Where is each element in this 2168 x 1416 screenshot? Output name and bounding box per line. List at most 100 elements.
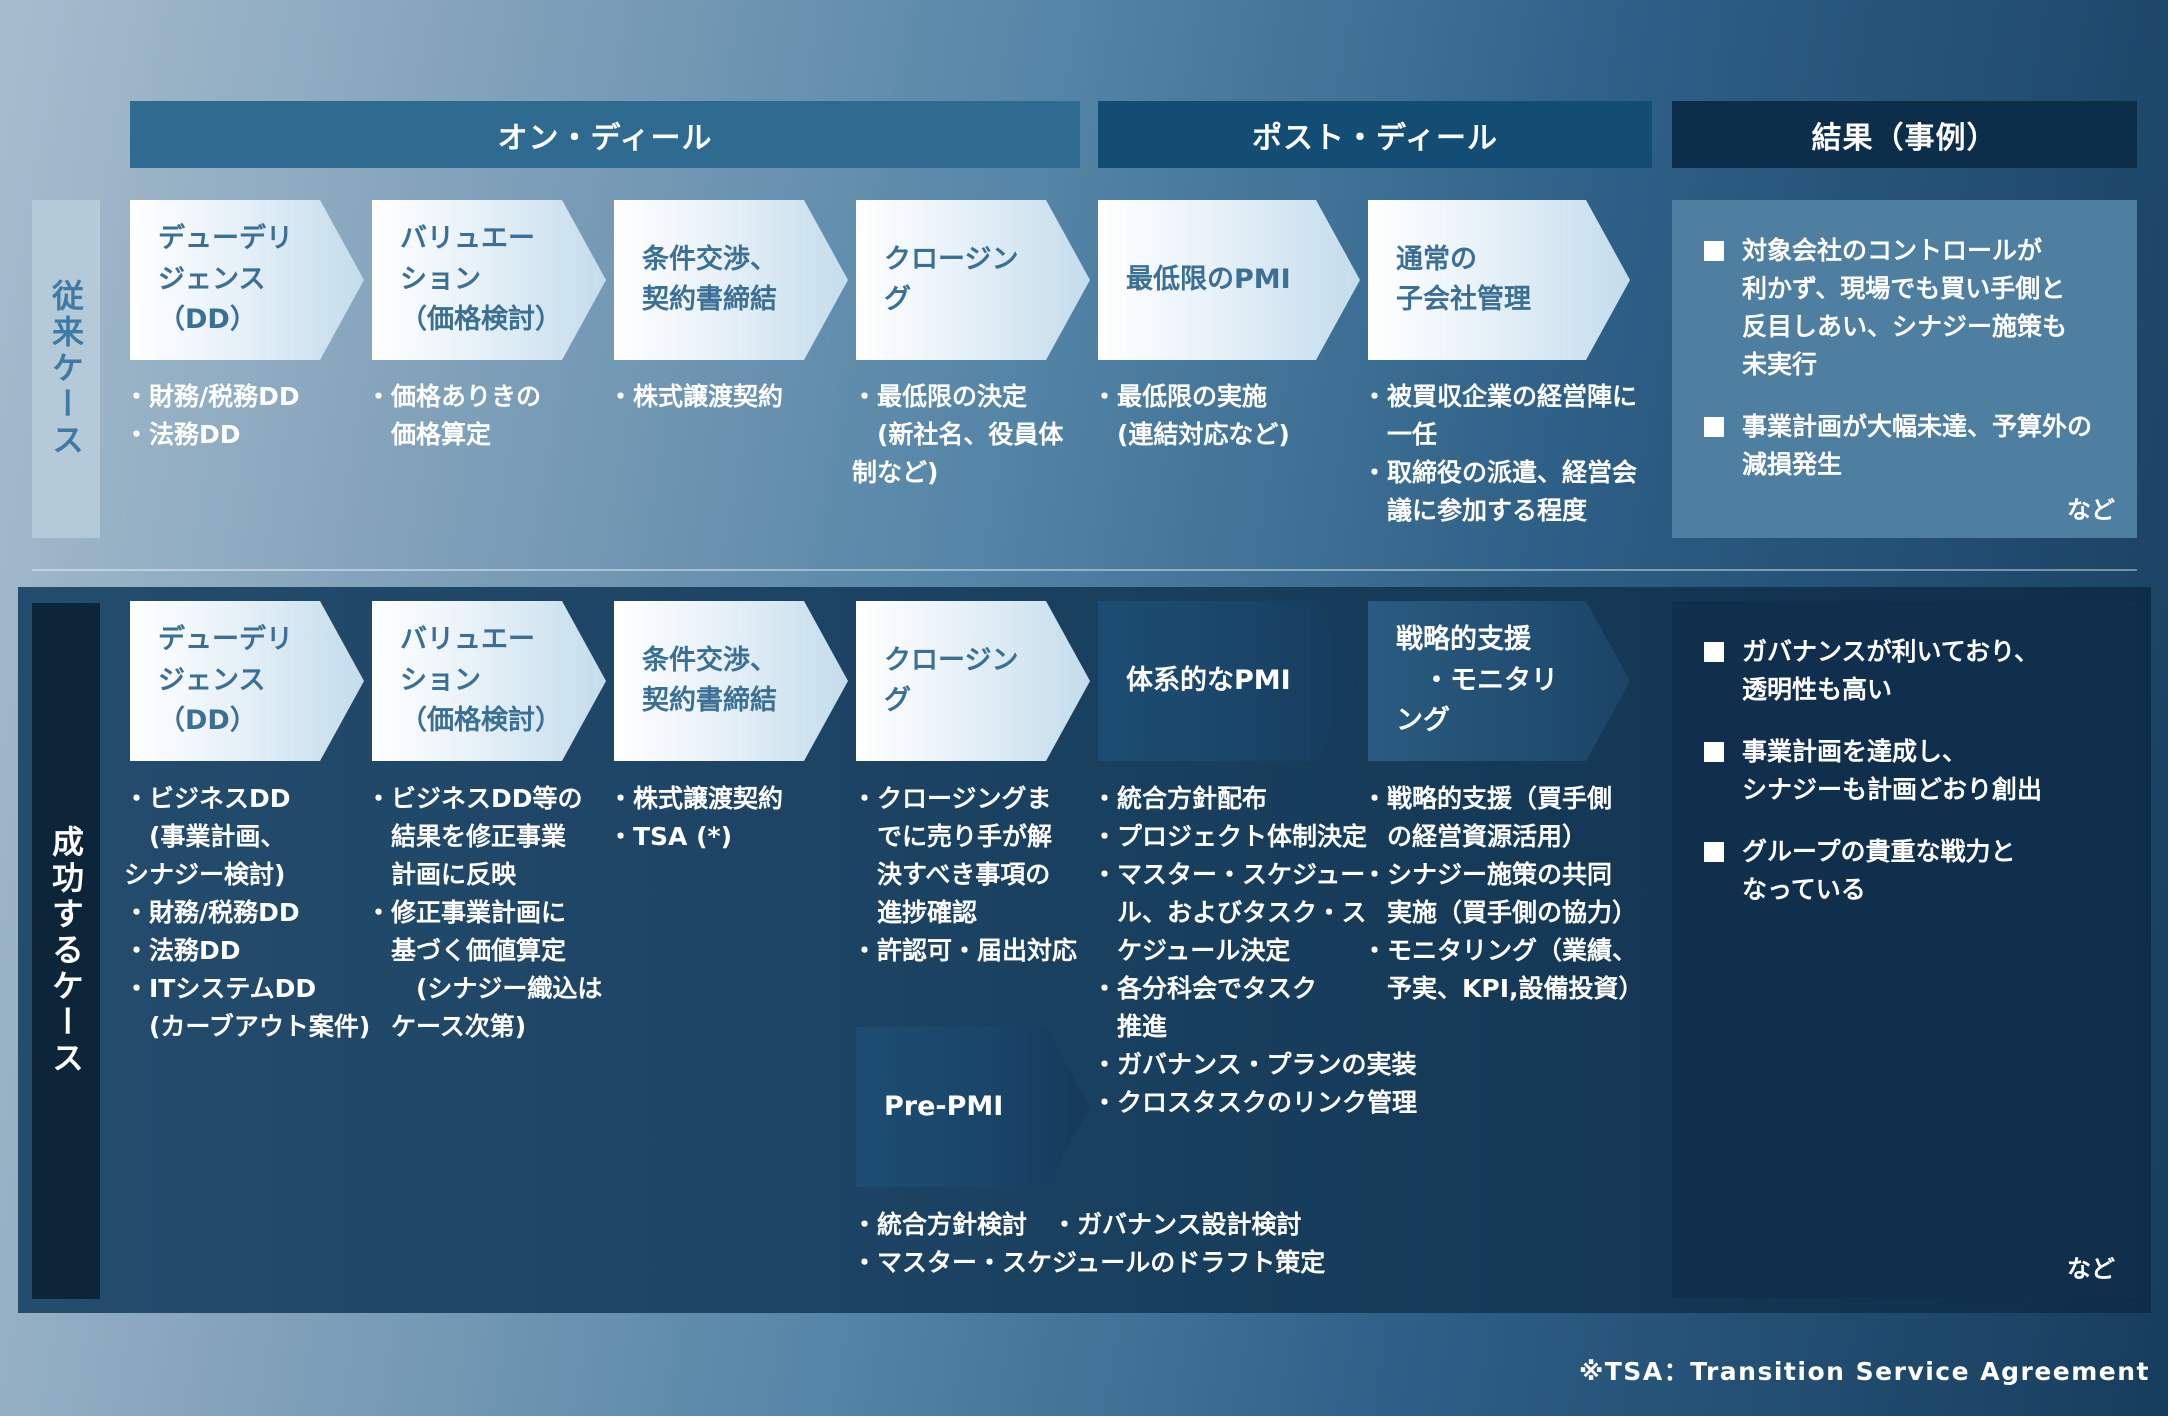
bullet-item: 結果を修正事業 <box>366 822 567 851</box>
bullets-pre-pmi: ・統合方針検討 ・ガバナンス設計検討 ・マスター・スケジュールのドラフト策定 <box>852 1206 1325 1282</box>
bullet-item: ・統合方針検討 ・ガバナンス設計検討 <box>852 1210 1302 1239</box>
result-item: 対象会社のコントロールが利かず、現場でも買い手側と反目しあい、シナジー施策も未実… <box>1704 232 2109 384</box>
step-closing: クロージング <box>856 200 1090 360</box>
bullet-item: ・株式譲渡契約 <box>608 382 784 411</box>
bullet-item: ・マスター・スケジュールのドラフト策定 <box>852 1248 1326 1277</box>
bullet-item: ・財務/税務DD <box>124 382 300 411</box>
header-on-deal: オン・ディール <box>130 101 1080 168</box>
bullet-item: ・ビジネスDD <box>124 784 291 813</box>
bullet-item: 一任 <box>1362 420 1438 449</box>
bullet-item: 価格算定 <box>366 420 492 449</box>
result-item: ガバナンスが利いており、透明性も高い <box>1704 633 2109 709</box>
bullets-successful-pmi: ・統合方針配布 ・プロジェクト体制決定 ・マスター・スケジュー ル、およびタスク… <box>1092 780 1417 1122</box>
bullet-item: 計画に反映 <box>366 860 517 889</box>
bullet-item: ・株式譲渡契約 <box>608 784 784 813</box>
bullet-item: ・マスター・スケジュー <box>1092 860 1366 889</box>
bullet-item: (カーブアウト案件) <box>124 1012 371 1041</box>
square-bullet-icon <box>1704 642 1724 662</box>
bullet-item: の経営資源活用） <box>1362 822 1588 851</box>
bullet-item: ・最低限の決定 <box>852 382 1028 411</box>
bullet-item: (シナジー織込は <box>366 974 603 1003</box>
square-bullet-icon <box>1704 742 1724 762</box>
footnote: ※TSA：Transition Service Agreement <box>1578 1357 2150 1386</box>
bullet-item: ル、およびタスク・ス <box>1092 898 1367 927</box>
bullets-successful-negotiation: ・株式譲渡契約 ・TSA (*) <box>608 780 783 856</box>
result-box-conventional: 対象会社のコントロールが利かず、現場でも買い手側と反目しあい、シナジー施策も未実… <box>1672 200 2137 538</box>
bullets-conventional-management: ・被買収企業の経営陣に 一任 ・取締役の派遣、経営会 議に参加する程度 <box>1362 378 1637 530</box>
bullet-item: ・TSA (*) <box>608 822 733 851</box>
step-due-diligence: デューデリジェンス（DD） <box>130 200 364 360</box>
bullet-item: ・最低限の実施 <box>1092 382 1268 411</box>
bullet-item: ・法務DD <box>124 936 241 965</box>
step-text: デューデリジェンス（DD） <box>158 223 293 336</box>
step-text: クロージング <box>884 243 1019 315</box>
bullets-conventional-closing: ・最低限の決定 (新社名、役員体 制など) <box>852 378 1063 492</box>
bullets-conventional-negotiation: ・株式譲渡契約 <box>608 378 783 416</box>
bullet-item: ・取締役の派遣、経営会 <box>1362 458 1638 487</box>
step-text: Pre-PMI <box>884 1090 1004 1122</box>
bullet-item: 推進 <box>1092 1012 1168 1041</box>
step-text: 条件交渉、契約書締結 <box>642 243 777 315</box>
bullet-item: ・各分科会でタスク <box>1092 974 1318 1003</box>
result-box-successful: ガバナンスが利いており、透明性も高い 事業計画を達成し、シナジーも計画どおり創出… <box>1672 601 2137 1298</box>
bullet-item: ・ガバナンス・プランの実装 <box>1092 1050 1417 1079</box>
step-subsidiary-management: 通常の子会社管理 <box>1368 200 1630 360</box>
step-text: 通常の子会社管理 <box>1396 243 1531 315</box>
bullet-item: ・法務DD <box>124 420 241 449</box>
step-strategic-support: 戦略的支援 ・モニタリング <box>1368 601 1630 761</box>
bullet-item: ・シナジー施策の共同 <box>1362 860 1613 889</box>
step-text: バリュエーション（価格検討） <box>400 624 562 737</box>
square-bullet-icon <box>1704 842 1724 862</box>
bullet-item: 予実、KPI,設備投資） <box>1362 974 1644 1003</box>
step-text: 戦略的支援 ・モニタリング <box>1396 624 1558 737</box>
square-bullet-icon <box>1704 417 1724 437</box>
bullets-conventional-pmi: ・最低限の実施 (連結対応など) <box>1092 378 1290 454</box>
bullet-item: ・プロジェクト体制決定 <box>1092 822 1368 851</box>
step-valuation: バリュエーション（価格検討） <box>372 601 606 761</box>
step-minimal-pmi: 最低限のPMI <box>1098 200 1360 360</box>
step-pre-pmi: Pre-PMI <box>856 1027 1090 1187</box>
bullet-item: 進捗確認 <box>852 898 978 927</box>
step-text: 条件交渉、契約書締結 <box>642 644 777 716</box>
bullet-item: ・ITシステムDD <box>124 974 317 1003</box>
header-result: 結果（事例） <box>1672 101 2137 168</box>
step-systematic-pmi: 体系的なPMI <box>1098 601 1360 761</box>
bullet-item: 基づく価値算定 <box>366 936 567 965</box>
bullet-item: ・被買収企業の経営陣に <box>1362 382 1638 411</box>
bullet-item: ・財務/税務DD <box>124 898 300 927</box>
bullet-item: ・クロスタスクのリンク管理 <box>1092 1088 1418 1117</box>
result-item: グループの貴重な戦力となっている <box>1704 833 2109 909</box>
bullets-successful-closing: ・クロージングま でに売り手が解 決すべき事項の 進捗確認 ・許認可・届出対応 <box>852 780 1077 970</box>
step-closing: クロージング <box>856 601 1090 761</box>
bullet-item: ケース次第) <box>366 1012 527 1041</box>
result-item: 事業計画を達成し、シナジーも計画どおり創出 <box>1704 733 2109 809</box>
step-valuation: バリュエーション（価格検討） <box>372 200 606 360</box>
bullet-item: 制など) <box>852 458 939 487</box>
step-text: バリュエーション（価格検討） <box>400 223 562 336</box>
bullet-item: でに売り手が解 <box>852 822 1053 851</box>
bullet-item: (事業計画、 <box>124 822 286 851</box>
bullet-item: 実施（買手側の協力） <box>1362 898 1638 927</box>
bullet-item: シナジー検討) <box>124 860 286 889</box>
step-text: 最低限のPMI <box>1126 263 1291 295</box>
step-negotiation: 条件交渉、契約書締結 <box>614 601 848 761</box>
bullet-item: ・許認可・届出対応 <box>852 936 1078 965</box>
bullet-item: ケジュール決定 <box>1092 936 1291 965</box>
bullet-item: (新社名、役員体 <box>852 420 1064 449</box>
bullet-item: ・価格ありきの <box>366 382 542 411</box>
bullet-item: ・ビジネスDD等の <box>366 784 583 813</box>
bullet-item: 決すべき事項の <box>852 860 1051 889</box>
step-text: デューデリジェンス（DD） <box>158 624 293 737</box>
step-due-diligence: デューデリジェンス（DD） <box>130 601 364 761</box>
bullet-item: (連結対応など) <box>1092 420 1290 449</box>
row-divider <box>32 569 2137 571</box>
bullet-item: ・統合方針配布 <box>1092 784 1268 813</box>
step-text: 体系的なPMI <box>1126 664 1291 696</box>
step-text: クロージング <box>884 644 1019 716</box>
bullets-conventional-valuation: ・価格ありきの 価格算定 <box>366 378 541 454</box>
bullet-item: ・クロージングま <box>852 784 1052 813</box>
bullets-successful-dd: ・ビジネスDD (事業計画、 シナジー検討) ・財務/税務DD ・法務DD ・I… <box>124 780 370 1046</box>
bullet-item: ・修正事業計画に <box>366 898 567 927</box>
row-label-conventional: 従来ケース <box>32 200 100 538</box>
bullet-item: 議に参加する程度 <box>1362 496 1588 525</box>
